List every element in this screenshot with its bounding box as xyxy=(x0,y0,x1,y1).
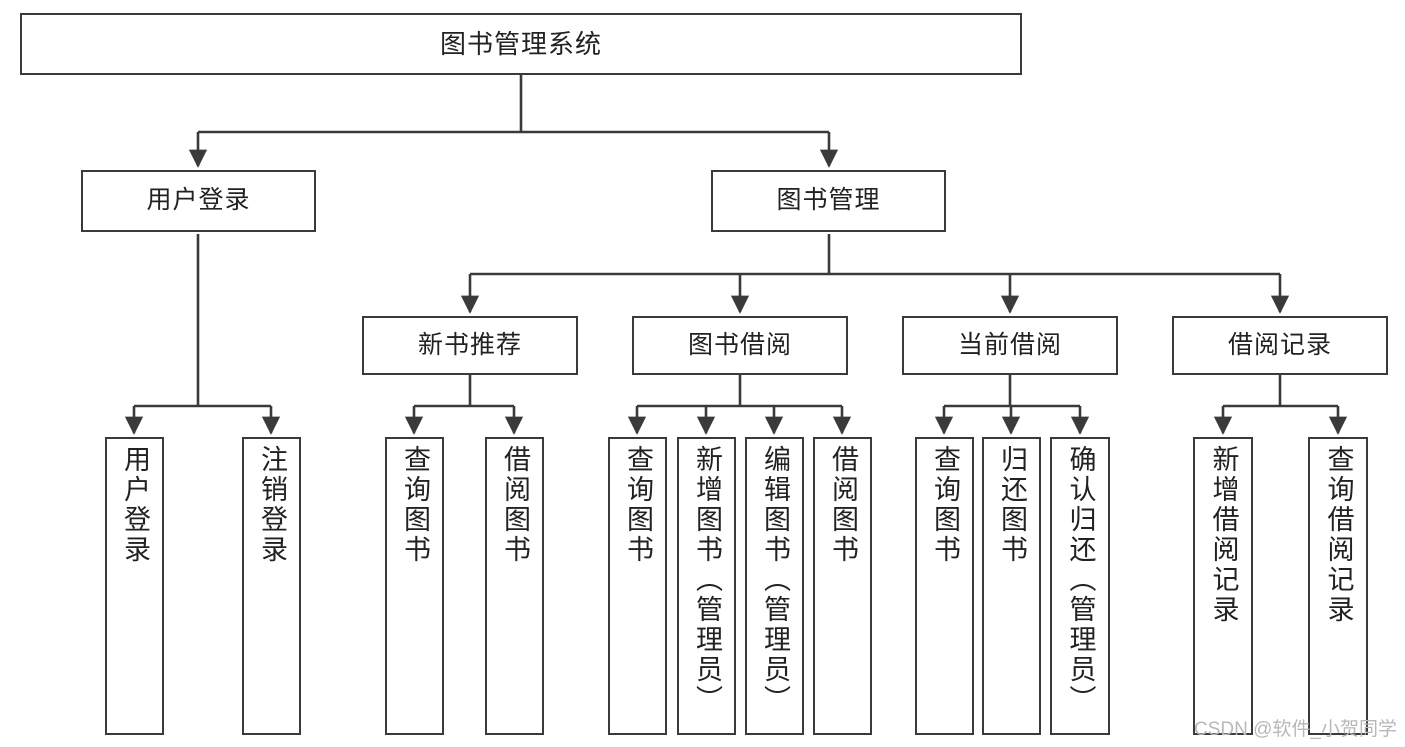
node-leaf-borrow-book-1: 借阅图书 xyxy=(485,437,544,735)
node-leaf-query-book-2: 查询图书 xyxy=(608,437,667,735)
node-borrow-record: 借阅记录 xyxy=(1172,316,1388,375)
node-label: 归还图书 xyxy=(997,445,1027,565)
node-leaf-confirm-return: 确认归还（管理员） xyxy=(1050,437,1110,735)
node-book-manage: 图书管理 xyxy=(711,170,946,232)
node-leaf-add-record: 新增借阅记录 xyxy=(1193,437,1253,735)
node-new-book-recommend: 新书推荐 xyxy=(362,316,578,375)
node-label: 查询图书 xyxy=(623,445,653,565)
node-root-system: 图书管理系统 xyxy=(20,13,1022,75)
node-label: 确认归还（管理员） xyxy=(1065,445,1096,715)
node-label: 新增图书（管理员） xyxy=(692,445,722,715)
node-label: 编辑图书（管理员） xyxy=(760,445,790,715)
node-leaf-edit-book: 编辑图书（管理员） xyxy=(745,437,804,735)
node-label: 查询图书 xyxy=(400,445,430,565)
node-book-borrow: 图书借阅 xyxy=(632,316,848,375)
node-label: 借阅记录 xyxy=(1227,330,1332,359)
node-label: 查询图书 xyxy=(930,445,960,565)
node-label: 用户登录 xyxy=(120,445,150,565)
node-leaf-query-record: 查询借阅记录 xyxy=(1308,437,1368,735)
node-label: 借阅图书 xyxy=(500,445,530,565)
node-label: 注销登录 xyxy=(257,445,287,565)
node-leaf-user-login: 用户登录 xyxy=(105,437,164,735)
node-label: 图书管理 xyxy=(776,186,881,215)
node-leaf-query-book-3: 查询图书 xyxy=(915,437,974,735)
node-leaf-borrow-book-2: 借阅图书 xyxy=(813,437,872,735)
node-user-login: 用户登录 xyxy=(81,170,316,232)
node-leaf-add-book: 新增图书（管理员） xyxy=(677,437,736,735)
node-label: 借阅图书 xyxy=(828,445,858,565)
node-leaf-query-book-1: 查询图书 xyxy=(385,437,444,735)
watermark: CSDN @软件_小贺同学 xyxy=(1194,719,1397,740)
node-label: 图书借阅 xyxy=(687,330,792,359)
node-label: 查询借阅记录 xyxy=(1323,445,1354,625)
node-current-borrow: 当前借阅 xyxy=(902,316,1118,375)
node-label: 用户登录 xyxy=(146,186,251,215)
node-label: 新书推荐 xyxy=(417,330,522,359)
node-label: 当前借阅 xyxy=(957,330,1062,359)
node-leaf-logout: 注销登录 xyxy=(242,437,301,735)
node-leaf-return-book: 归还图书 xyxy=(982,437,1041,735)
node-label: 新增借阅记录 xyxy=(1208,445,1239,625)
node-label: 图书管理系统 xyxy=(439,28,602,59)
